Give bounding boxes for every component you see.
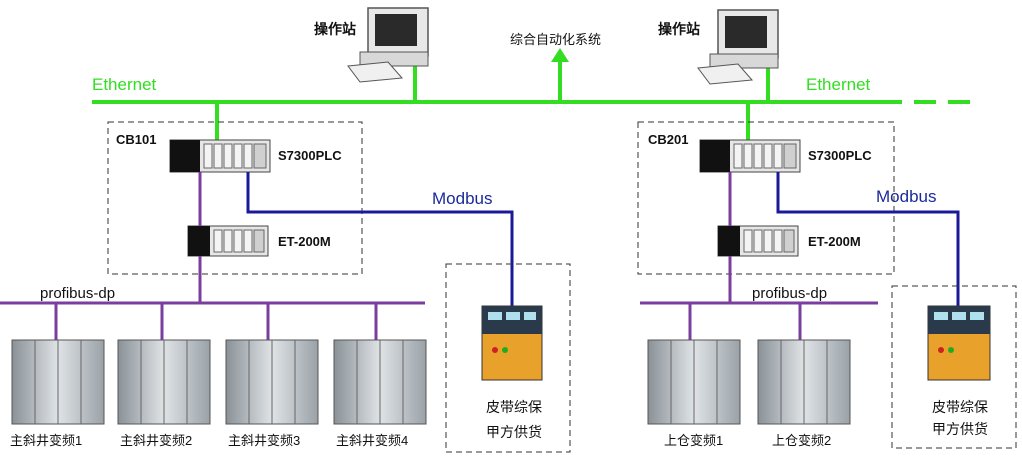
modbus-right-line bbox=[776, 172, 960, 306]
cabinet-cb101-label: CB101 bbox=[116, 132, 156, 147]
supplier-left-frame bbox=[445, 263, 571, 453]
station-right-label: 操作站 bbox=[658, 21, 700, 37]
ethernet-left-label: Ethernet bbox=[92, 75, 157, 94]
modbus-right-label: Modbus bbox=[876, 187, 936, 206]
plc-left-label: S7300PLC bbox=[278, 148, 342, 163]
vfd-left-1-icon bbox=[11, 339, 105, 425]
vfd-left-3-label: 主斜井变频3 bbox=[228, 433, 300, 448]
supplier-right-line1: 皮带综保 bbox=[932, 399, 988, 415]
vfd-right-2-icon bbox=[757, 339, 851, 425]
modbus-left-line bbox=[246, 172, 514, 306]
station-left-label: 操作站 bbox=[314, 21, 356, 37]
supplier-left-line1: 皮带综保 bbox=[486, 399, 542, 415]
io-right-label: ET-200M bbox=[808, 234, 861, 249]
supplier-right-line2: 甲方供货 bbox=[932, 421, 988, 437]
ethernet-right-label: Ethernet bbox=[806, 75, 871, 94]
vfd-left-4-icon bbox=[333, 339, 427, 425]
vfd-right-1-label: 上仓变频1 bbox=[664, 433, 723, 448]
workstation-left-icon bbox=[347, 7, 429, 83]
io-left-label: ET-200M bbox=[278, 234, 331, 249]
profibus-left-label: profibus-dp bbox=[40, 285, 115, 302]
vfd-left-3-icon bbox=[225, 339, 319, 425]
plc-right-label: S7300PLC bbox=[808, 148, 872, 163]
vfd-right-2-label: 上仓变频2 bbox=[772, 433, 831, 448]
cabinet-cb101-frame bbox=[107, 121, 363, 275]
uplink-arrow bbox=[551, 48, 569, 62]
plc-right-icon bbox=[699, 139, 801, 173]
system-label: 综合自动化系统 bbox=[510, 32, 601, 47]
vfd-left-2-label: 主斜井变频2 bbox=[120, 433, 192, 448]
supplier-left-line2: 甲方供货 bbox=[486, 424, 542, 440]
vfd-right-1-icon bbox=[647, 339, 741, 425]
vfd-left-2-icon bbox=[117, 339, 211, 425]
profibus-left bbox=[0, 172, 425, 340]
modbus-left-label: Modbus bbox=[432, 189, 492, 208]
io-left-icon bbox=[187, 225, 269, 257]
cabinet-cb201-label: CB201 bbox=[648, 132, 688, 147]
profibus-right bbox=[640, 172, 878, 340]
profibus-right-label: profibus-dp bbox=[752, 285, 827, 302]
ethernet-bus bbox=[92, 48, 980, 140]
vfd-left-1-label: 主斜井变频1 bbox=[10, 433, 82, 448]
supplier-right-frame bbox=[891, 285, 1017, 449]
io-right-icon bbox=[717, 225, 799, 257]
workstation-right-icon bbox=[697, 9, 779, 85]
plc-left-icon bbox=[169, 139, 271, 173]
cabinet-cb201-frame bbox=[637, 121, 895, 275]
vfd-left-4-label: 主斜井变频4 bbox=[336, 433, 408, 448]
protector-right-icon bbox=[927, 305, 991, 381]
protector-left-icon bbox=[481, 305, 543, 381]
